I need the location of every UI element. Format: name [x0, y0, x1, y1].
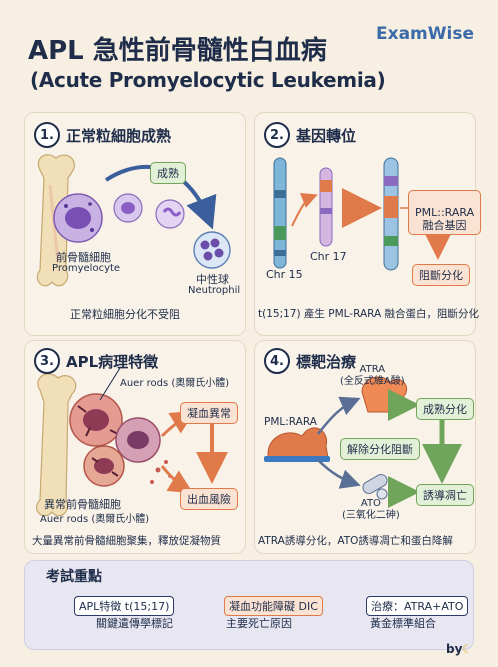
chromosome-17-icon	[319, 167, 333, 247]
promyelocyte-label-zh: 前骨髓細胞	[56, 251, 111, 264]
section-1-heading: 1. 正常粒細胞成熟	[34, 122, 171, 148]
brand-logo: ExamWise	[376, 24, 474, 44]
ato-arrow	[317, 459, 361, 489]
auer-rods-label-top: Auer rods (奧爾氏小體)	[120, 378, 230, 389]
coagulation-abnormal-label: 凝血異常	[180, 402, 238, 424]
release-block-label: 解除分化阻斷	[340, 438, 420, 460]
chr15-label: Chr 15	[266, 268, 303, 281]
auer-rods-label-bottom: Auer rods (奧爾氏小體)	[40, 514, 150, 525]
fusion-gene-text: PML::RARA 融合基因	[415, 206, 475, 232]
intermediate-cell-icon	[113, 193, 185, 229]
exam-item-1-sub: 關鍵遺傳學標記	[96, 617, 173, 630]
neutrophil-label-zh: 中性球	[196, 273, 229, 286]
fusion-chromosome-icon	[383, 157, 399, 271]
section-2-caption: t(15;17) 產生 PML-RARA 融合蛋白，阻斷分化	[258, 308, 480, 320]
pml-rara-label: PML:RARA	[264, 416, 317, 428]
exam-item-1-box: APL特徵 t(15;17)	[74, 596, 175, 616]
section-3-caption: 大量異常前骨髓細胞聚集，釋放促凝物質	[32, 535, 221, 547]
translocation-arrow	[291, 193, 318, 227]
footer-by: by	[446, 642, 463, 656]
exam-item-3-sub: 黃金標準組合	[370, 617, 436, 630]
abnormal-promyelocyte-cell-icon	[69, 393, 172, 487]
section-3-heading: 3. APL病理特徵	[34, 348, 158, 374]
apoptosis-label: 誘導凋亡	[416, 484, 474, 506]
neutrophil-cell-icon	[193, 231, 231, 269]
chr17-label: Chr 17	[310, 250, 347, 263]
exam-item-2-box: 凝血功能障礙 DIC	[224, 596, 323, 616]
section-1-title: 正常粒細胞成熟	[66, 126, 172, 145]
section-2-number: 2.	[264, 122, 290, 148]
chromosome-15-icon	[273, 157, 287, 269]
bone-icon-2	[35, 373, 77, 517]
exam-item-3-box: 治療：ATRA+ATO	[366, 596, 469, 616]
maturation-label: 成熟	[150, 162, 186, 184]
abnormal-promyelocyte-label: 異常前骨髓細胞	[44, 498, 121, 511]
section-3-number: 3.	[34, 348, 60, 374]
ato-pill-icon	[362, 474, 388, 500]
neutrophil-label-en: Neutrophil	[188, 285, 241, 296]
page-title: APL 急性前骨髓性白血病	[28, 36, 327, 66]
exam-item-2-sub: 主要死亡原因	[226, 617, 292, 630]
bleed-arrow	[160, 465, 194, 494]
ato-label: ATO (三氧化二砷)	[342, 498, 400, 521]
exam-key-points-title: 考試重點	[46, 569, 102, 585]
section-2-heading: 2. 基因轉位	[264, 122, 356, 148]
promyelocyte-label-en: Promyelocyte	[52, 263, 121, 274]
section-1-caption: 正常粒細胞分化不受阻	[70, 308, 180, 321]
pml-rara-protein-icon	[264, 427, 330, 462]
section-4-heading: 4. 標靶治療	[264, 348, 356, 374]
bleeding-risk-label: 出血風險	[180, 488, 238, 510]
atra-arrow	[317, 396, 361, 435]
section-2-title: 基因轉位	[296, 126, 357, 145]
atra-label: ATRA (全反式維A酸)	[340, 364, 405, 387]
section-4-number: 4.	[264, 348, 290, 374]
auer-pointer-top	[99, 367, 121, 401]
mature-differentiation-label: 成熟分化	[416, 398, 474, 420]
promyelocyte-cell-icon	[53, 193, 103, 243]
section-4-title: 標靶治療	[296, 352, 357, 371]
section-4-caption: ATRA誘導分化，ATO誘導凋亡和蛋白降解	[258, 535, 453, 547]
fusion-gene-label: PML::RARA 融合基因	[408, 190, 482, 235]
block-differentiation-label: 阻斷分化	[412, 264, 470, 286]
section-3-title: APL病理特徵	[66, 352, 159, 371]
section-1-number: 1.	[34, 122, 60, 148]
banana-icon: ☾	[462, 642, 473, 656]
page-subtitle: (Acute Promyelocytic Leukemia)	[30, 68, 386, 92]
